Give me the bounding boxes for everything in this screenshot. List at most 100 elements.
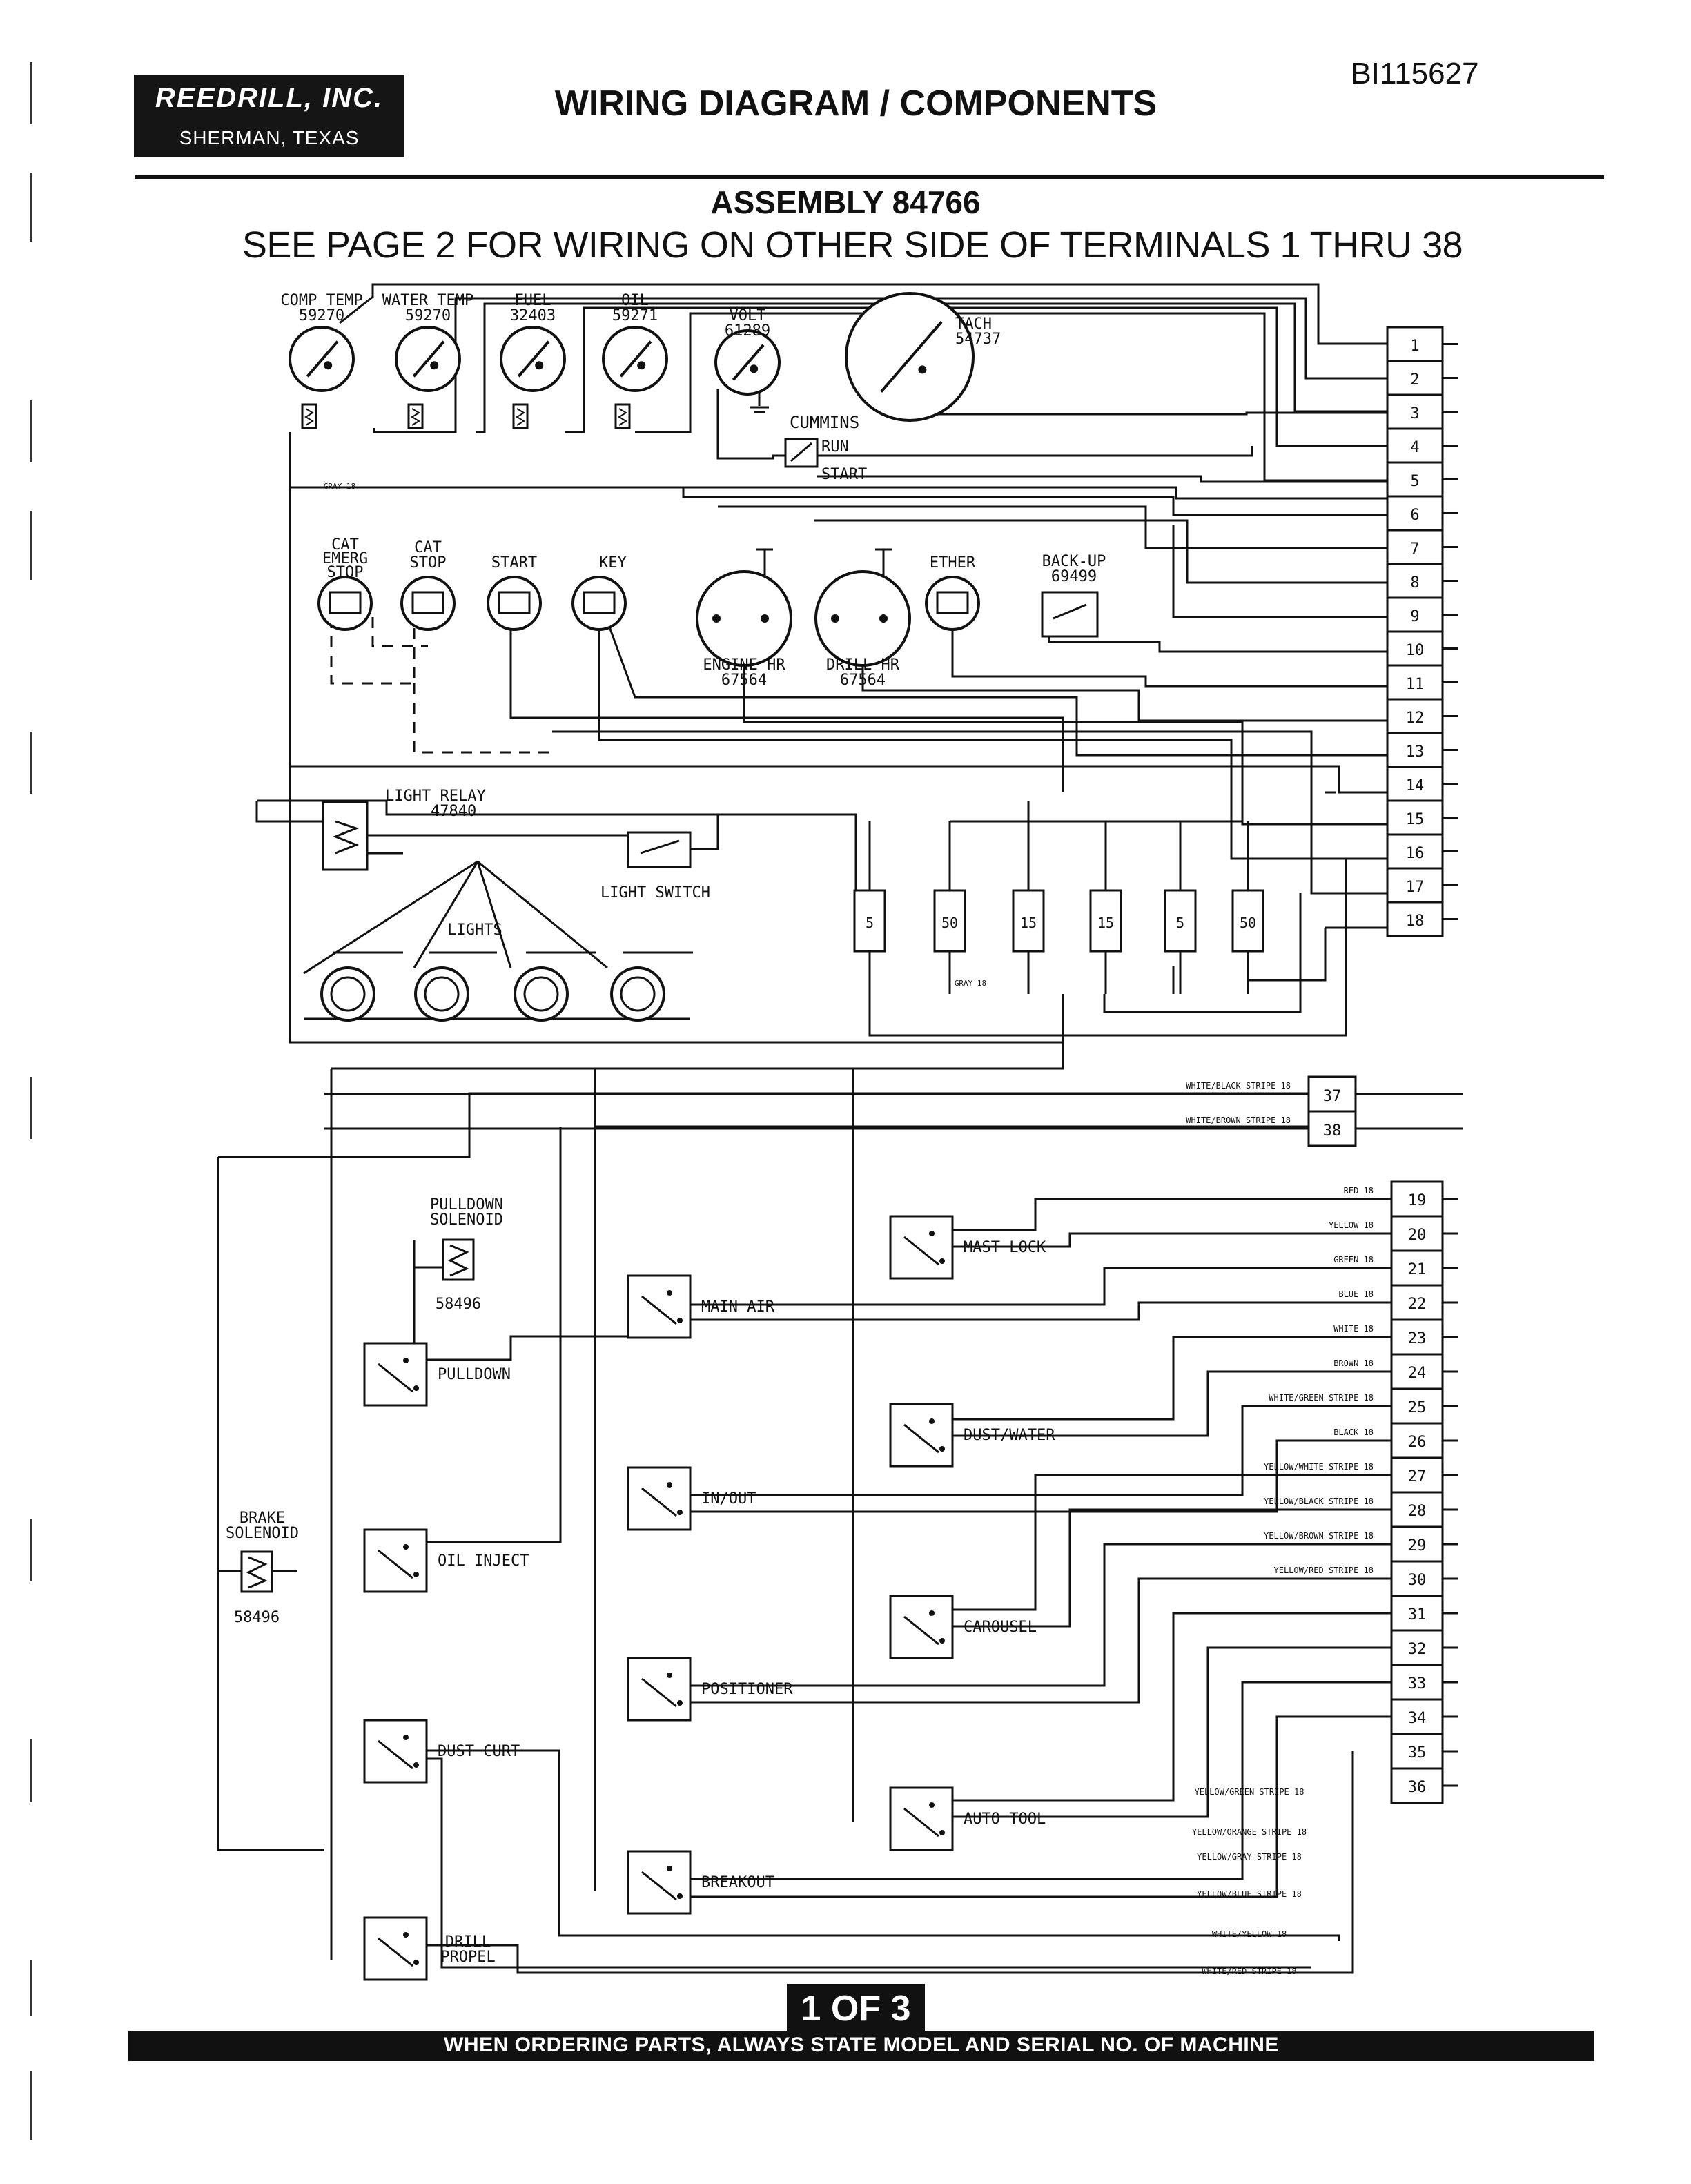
- wire: [817, 446, 1253, 457]
- light-switch-label: LIGHT SWITCH: [600, 884, 710, 901]
- wire: [718, 505, 1387, 549]
- terminal-number: 6: [1410, 507, 1419, 524]
- terminal-32: [1390, 1629, 1444, 1666]
- gauge-part-label: 59270: [405, 307, 451, 324]
- control-switch-carousel: [889, 1595, 954, 1659]
- work-light-lens: [523, 976, 559, 1012]
- wire-color-label: YELLOW/RED STRIPE 18: [1274, 1566, 1374, 1575]
- solenoid-coil: [447, 1244, 469, 1277]
- brake-solenoid-label: BRAKE: [240, 1510, 285, 1527]
- terminal-number: 13: [1406, 743, 1425, 761]
- control-switch-drill-propel-box: [363, 1916, 428, 1981]
- backup-contact: [1053, 603, 1087, 620]
- wire: [950, 820, 1244, 824]
- terminal-12: [1386, 698, 1444, 734]
- control-switch-positioner: [627, 1657, 692, 1722]
- margin-mark: [30, 1519, 32, 1581]
- fuse-4: [1164, 889, 1197, 953]
- gauge-part-label: 61289: [725, 322, 770, 340]
- terminal-number: 38: [1323, 1122, 1342, 1140]
- see-page-note: SEE PAGE 2 FOR WIRING ON OTHER SIDE OF T…: [242, 224, 1463, 266]
- switch-label: CAT: [414, 539, 442, 556]
- switch-body: [936, 591, 969, 614]
- wire-color-label: YELLOW 18: [1329, 1220, 1374, 1230]
- gauge-oil-needle: [619, 340, 652, 378]
- wire: [951, 630, 1387, 688]
- control-switch-breakout-contact: [667, 1866, 672, 1871]
- terminal-3: [1386, 393, 1444, 430]
- hour-meter-0: [696, 570, 792, 667]
- terminal-number: 27: [1408, 1468, 1427, 1485]
- terminal-18: [1386, 901, 1444, 937]
- gauge-comp-temp-pivot: [324, 361, 333, 370]
- control-switch-dust-curt-contact: [403, 1735, 409, 1740]
- wire: [716, 389, 785, 460]
- work-light-3: [610, 966, 665, 1022]
- wire: [690, 1681, 1391, 1880]
- work-light-lens: [424, 976, 460, 1012]
- control-switch-dust-water-box: [889, 1403, 954, 1468]
- control-switch-auto-tool-contact: [939, 1830, 945, 1835]
- control-switch-main-air-blade: [641, 1295, 677, 1325]
- terminal-36: [1390, 1767, 1444, 1804]
- wire: [476, 861, 512, 968]
- hour-meter-label: DRILL HR: [826, 656, 900, 674]
- hour-meter-1: [814, 570, 911, 667]
- terminal-30: [1390, 1560, 1444, 1597]
- wire: [868, 859, 1347, 1037]
- terminal-number: 8: [1410, 574, 1419, 592]
- gauge-part-label: 59271: [612, 307, 658, 324]
- gauge-name-label: OIL: [621, 292, 649, 309]
- light-switch-blade: [640, 839, 680, 855]
- gauge-water-temp-needle: [412, 340, 445, 378]
- wire: [303, 860, 478, 975]
- page-title: WIRING DIAGRAM / COMPONENTS: [554, 84, 1157, 124]
- terminal-number: 31: [1408, 1606, 1427, 1624]
- wire-color-label: WHITE/BROWN STRIPE 18: [1186, 1115, 1291, 1125]
- wire: [952, 1198, 1391, 1231]
- control-switch-auto-tool: [889, 1786, 954, 1851]
- sender-3-coil: [618, 408, 627, 426]
- footer-notice: WHEN ORDERING PARTS, ALWAYS STATE MODEL …: [444, 2034, 1279, 2056]
- fuse-rating: 5: [1176, 915, 1184, 931]
- terminal-number: 12: [1406, 710, 1425, 727]
- control-switch-auto-tool-box: [889, 1786, 954, 1851]
- wire: [255, 801, 323, 823]
- switch-label: EMERG: [322, 550, 368, 567]
- wire: [413, 1240, 442, 1269]
- control-switch-carousel-box: [889, 1595, 954, 1659]
- sender-0: [301, 403, 317, 429]
- terminal-number: 32: [1408, 1641, 1427, 1658]
- terminal-number: 17: [1406, 879, 1425, 896]
- wire: [367, 834, 629, 849]
- sender-1: [407, 403, 424, 429]
- work-light-0: [320, 966, 375, 1022]
- gauge-tach: [845, 292, 975, 422]
- terminal-31: [1390, 1595, 1444, 1632]
- terminal-10: [1386, 630, 1444, 667]
- switch-cat-emerg-stop: [317, 576, 373, 631]
- wire: [690, 1543, 1391, 1687]
- brake-solenoid-label: SOLENOID: [226, 1525, 299, 1542]
- control-switch-label: MAST LOCK: [964, 1239, 1046, 1256]
- control-switch-dust-curt-contact: [413, 1762, 419, 1768]
- control-switch-pulldown-box: [363, 1342, 428, 1407]
- wire: [1103, 893, 1302, 1013]
- control-switch-dust-curt-blade: [378, 1739, 413, 1770]
- gauge-water-temp: [395, 326, 461, 392]
- gauge-part-label: 32403: [510, 307, 556, 324]
- terminal-15: [1386, 799, 1444, 836]
- wire: [217, 1157, 324, 1851]
- control-switch-breakout: [627, 1850, 692, 1915]
- terminal-number: 36: [1408, 1779, 1427, 1796]
- control-switch-auto-tool-contact: [929, 1802, 935, 1808]
- wire: [509, 630, 1064, 792]
- dashed-wire: [371, 617, 428, 647]
- control-switch-drill-propel: [363, 1916, 428, 1981]
- control-switch-breakout-blade: [641, 1871, 677, 1901]
- terminal-number: 9: [1410, 608, 1419, 625]
- switch-ether: [925, 576, 980, 631]
- terminal-number: 1: [1410, 338, 1419, 355]
- terminal-24: [1390, 1353, 1444, 1390]
